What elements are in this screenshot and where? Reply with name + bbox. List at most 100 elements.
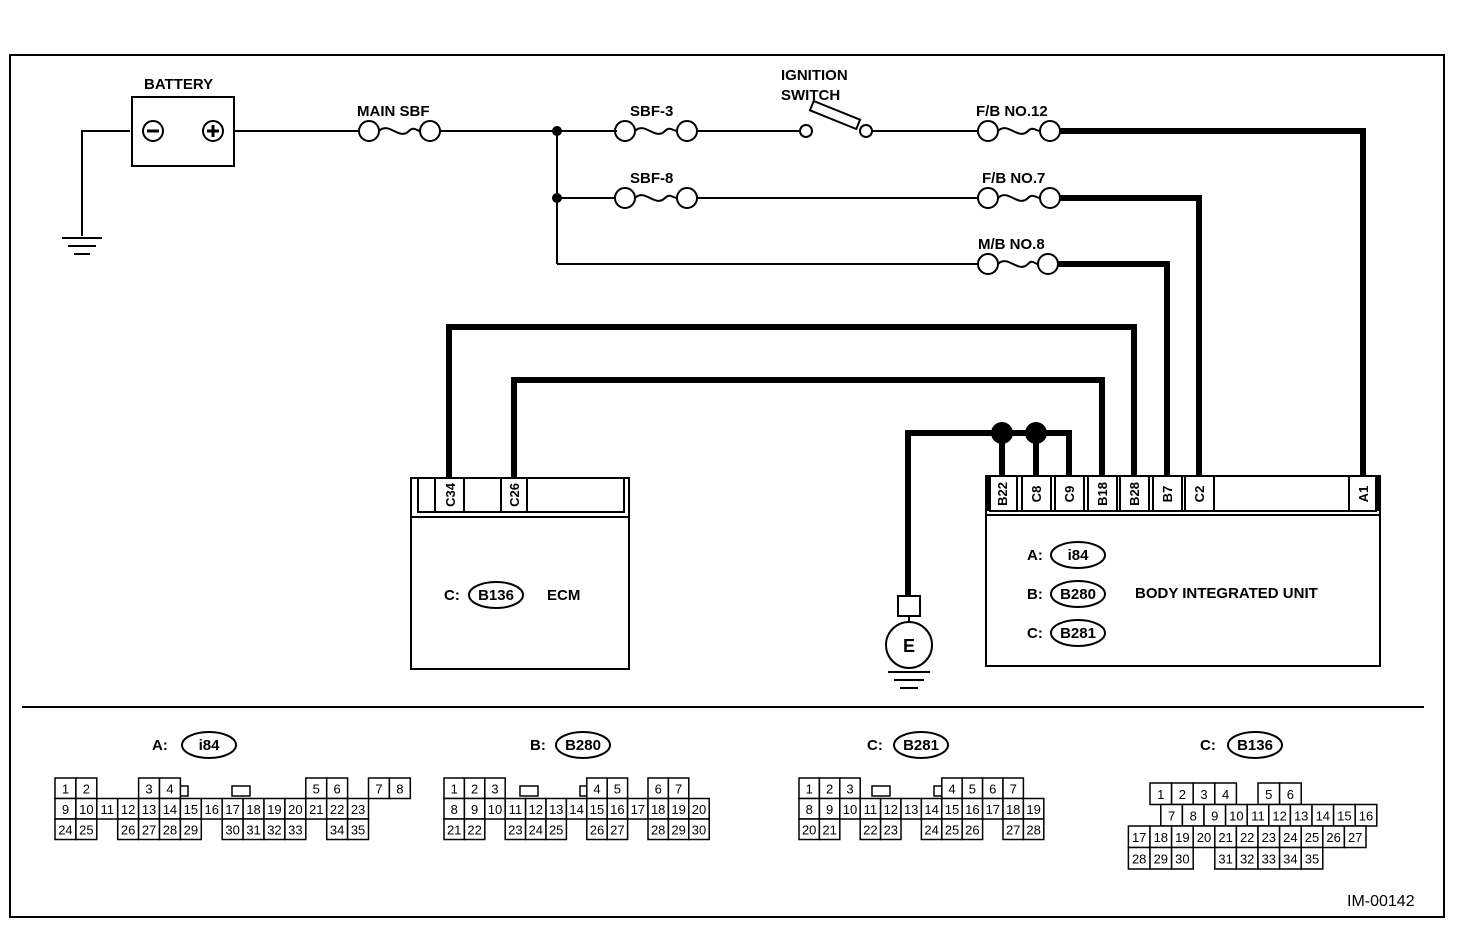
pin-number: 13 — [904, 802, 918, 817]
pin-number: 20 — [288, 802, 302, 817]
ignition-switch — [799, 99, 873, 138]
pin-number: 1 — [451, 781, 458, 796]
ecm-pin-label: C26 — [507, 483, 522, 507]
pin-cell — [1022, 818, 1045, 841]
pin-number: 28 — [1026, 822, 1040, 837]
pin-number: 9 — [62, 802, 69, 817]
pin-number: 1 — [62, 781, 69, 796]
pin-cell — [545, 818, 568, 841]
pin-number: 10 — [488, 802, 502, 817]
pin-number: 11 — [1251, 808, 1265, 823]
outer-frame — [9, 54, 1445, 918]
pin-number: 17 — [225, 802, 239, 817]
connector-badge — [893, 731, 949, 759]
pin-number: 24 — [1283, 830, 1297, 845]
connector-latch — [871, 785, 891, 797]
biu-connector-name: B281 — [1060, 625, 1096, 642]
pin-number: 26 — [965, 822, 979, 837]
pin-number: 24 — [58, 822, 72, 837]
pin-number: 2 — [83, 781, 90, 796]
chassis-ground-left — [62, 130, 130, 255]
ecm-connector-name: B136 — [478, 587, 514, 604]
pin-number: 20 — [1197, 830, 1211, 845]
connector-name: B281 — [903, 737, 939, 754]
pin-number: 15 — [590, 802, 604, 817]
pin-cell — [688, 818, 710, 841]
pin-number: 16 — [205, 802, 219, 817]
pin-number: 20 — [802, 822, 816, 837]
pin-number: 3 — [1200, 787, 1207, 802]
pin-number: 15 — [1337, 808, 1351, 823]
sbf8-fuse — [614, 187, 698, 209]
pin-number: 22 — [330, 802, 344, 817]
biu-pin-label: B7 — [1160, 486, 1175, 503]
pin-number: 14 — [163, 802, 177, 817]
pin-number: 12 — [529, 802, 543, 817]
pin-number: 5 — [1265, 787, 1272, 802]
pin-number: 4 — [593, 781, 600, 796]
mb8-label: M/B NO.8 — [978, 236, 1045, 253]
pin-number: 27 — [1348, 830, 1362, 845]
pin-number: 8 — [396, 781, 403, 796]
connector-badge — [181, 731, 237, 759]
pin-number: 7 — [375, 781, 382, 796]
biu-connector-name: B280 — [1060, 586, 1096, 603]
battery-label: BATTERY — [144, 76, 213, 93]
wire-mb8-to-b7 — [1058, 261, 1170, 480]
fb7-fuse — [977, 187, 1061, 209]
biu-label: BODY INTEGRATED UNIT — [1135, 585, 1318, 602]
pin-cell — [75, 818, 98, 841]
sbf3-label: SBF-3 — [630, 103, 673, 120]
wire-fb7-to-c2 — [1060, 195, 1202, 480]
pin-number: 23 — [1262, 830, 1276, 845]
pin-number: 18 — [1006, 802, 1020, 817]
biu-connector-prefix: A: — [1027, 547, 1043, 564]
biu-connector-badge — [1050, 580, 1106, 608]
connector-badge — [1227, 731, 1283, 759]
pin-number: 22 — [863, 822, 877, 837]
pin-cell — [463, 818, 486, 841]
pin-number: 1 — [1157, 787, 1164, 802]
pin-number: 30 — [692, 822, 706, 837]
pin-number: 28 — [163, 822, 177, 837]
ecm-label: ECM — [547, 587, 580, 604]
pin-number: 25 — [79, 822, 93, 837]
pin-number: 5 — [313, 781, 320, 796]
pin-number: 13 — [1294, 808, 1308, 823]
fb12-fuse — [977, 120, 1061, 142]
ignition-label-line2: SWITCH — [781, 87, 840, 104]
biu-pin-label: B28 — [1127, 482, 1142, 506]
ecm-connector-prefix: C: — [444, 587, 460, 604]
figure-id: IM-00142 — [1347, 893, 1415, 910]
pin-number: 27 — [610, 822, 624, 837]
pin-number: 21 — [1218, 830, 1232, 845]
pin-number: 15 — [945, 802, 959, 817]
pin-cell — [1343, 825, 1367, 849]
pin-number: 8 — [451, 802, 458, 817]
biu-pin-label: C9 — [1062, 486, 1077, 503]
pin-number: 20 — [692, 802, 706, 817]
pin-number: 29 — [184, 822, 198, 837]
ecm-unit — [410, 477, 630, 670]
pin-number: 8 — [806, 802, 813, 817]
pin-number: 28 — [1132, 851, 1146, 866]
pin-number: 21 — [822, 822, 836, 837]
pin-cell — [346, 818, 370, 841]
pin-number: 11 — [101, 802, 115, 817]
pin-number: 12 — [884, 802, 898, 817]
pin-number: 4 — [166, 781, 173, 796]
pin-number: 16 — [965, 802, 979, 817]
ignition-label-line1: IGNITION — [781, 67, 848, 84]
connector-name: i84 — [199, 737, 221, 754]
pin-number: 19 — [671, 802, 685, 817]
biu-connector-name: i84 — [1068, 547, 1090, 564]
pin-number: 31 — [246, 822, 260, 837]
fb12-label: F/B NO.12 — [976, 103, 1048, 120]
pin-cell — [284, 818, 307, 841]
pin-number: 33 — [288, 822, 302, 837]
pin-cell — [606, 818, 629, 841]
pin-number: 7 — [1010, 781, 1017, 796]
pin-number: 5 — [969, 781, 976, 796]
